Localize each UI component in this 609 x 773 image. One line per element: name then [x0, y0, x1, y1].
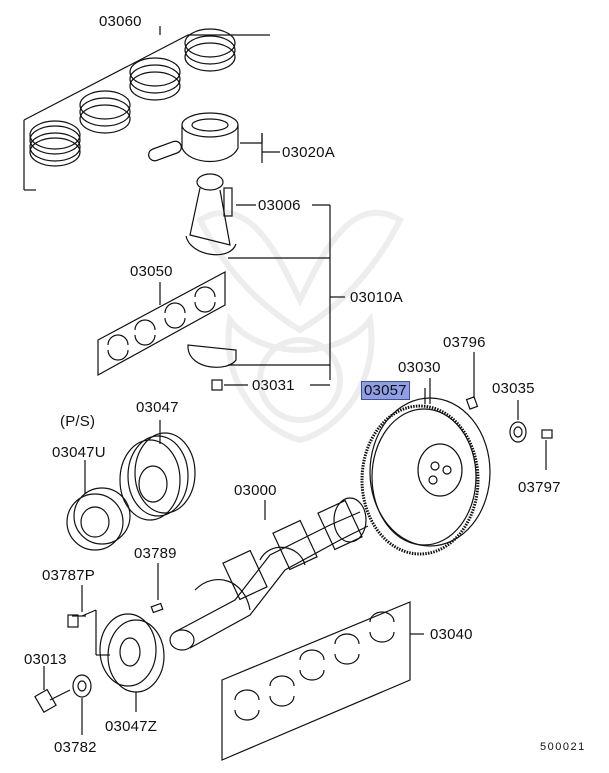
piston-03020A: [148, 112, 280, 163]
part-label-03035[interactable]: 03035: [492, 380, 535, 397]
main-bearings-03040: [221, 601, 424, 761]
part-label-03796[interactable]: 03796: [443, 334, 486, 351]
key-03789: [150, 563, 164, 614]
crankshaft-03000: [169, 497, 369, 651]
part-label-03013[interactable]: 03013: [24, 651, 67, 668]
rod-bearings-03050: [97, 270, 226, 377]
figure-number: 500021: [540, 741, 586, 753]
part-label-03006[interactable]: 03006: [258, 197, 301, 214]
pulley-03047Z: [99, 613, 165, 712]
bolt-03013: [34, 666, 71, 713]
part-label-03040[interactable]: 03040: [430, 626, 473, 643]
ps-note: (P/S): [60, 413, 96, 430]
part-label-03782[interactable]: 03782: [54, 739, 97, 756]
part-label-03050[interactable]: 03050: [130, 263, 173, 280]
part-label-03797[interactable]: 03797: [518, 479, 561, 496]
flywheel-03030: [360, 352, 491, 556]
part-label-03060[interactable]: 03060: [99, 13, 142, 30]
part-label-03047U[interactable]: 03047U: [52, 444, 106, 461]
part-label-03047[interactable]: 03047: [136, 399, 179, 416]
part-label-03020A[interactable]: 03020A: [282, 144, 335, 161]
connecting-rod-03006: [185, 173, 345, 380]
part-label-03057-highlighted[interactable]: 03057: [361, 381, 410, 400]
part-label-03789[interactable]: 03789: [134, 545, 177, 562]
rod-cap-03031: [187, 344, 330, 391]
piston-rings-03060: [23, 26, 270, 191]
part-label-03047Z[interactable]: 03047Z: [105, 718, 158, 735]
watermark-emblem: [196, 209, 404, 444]
part-label-03031[interactable]: 03031: [252, 377, 295, 394]
part-label-03030[interactable]: 03030: [398, 359, 441, 376]
pilot-bearing-03035: [509, 400, 553, 470]
bolt-03787P: [67, 585, 110, 656]
part-label-03010A[interactable]: 03010A: [350, 289, 403, 306]
part-label-03787P[interactable]: 03787P: [42, 567, 95, 584]
part-label-03000[interactable]: 03000: [234, 482, 277, 499]
ps-pulley-03047U: [66, 460, 131, 551]
washer-03782: [72, 674, 92, 735]
crank-pulley-03047: [119, 420, 196, 521]
